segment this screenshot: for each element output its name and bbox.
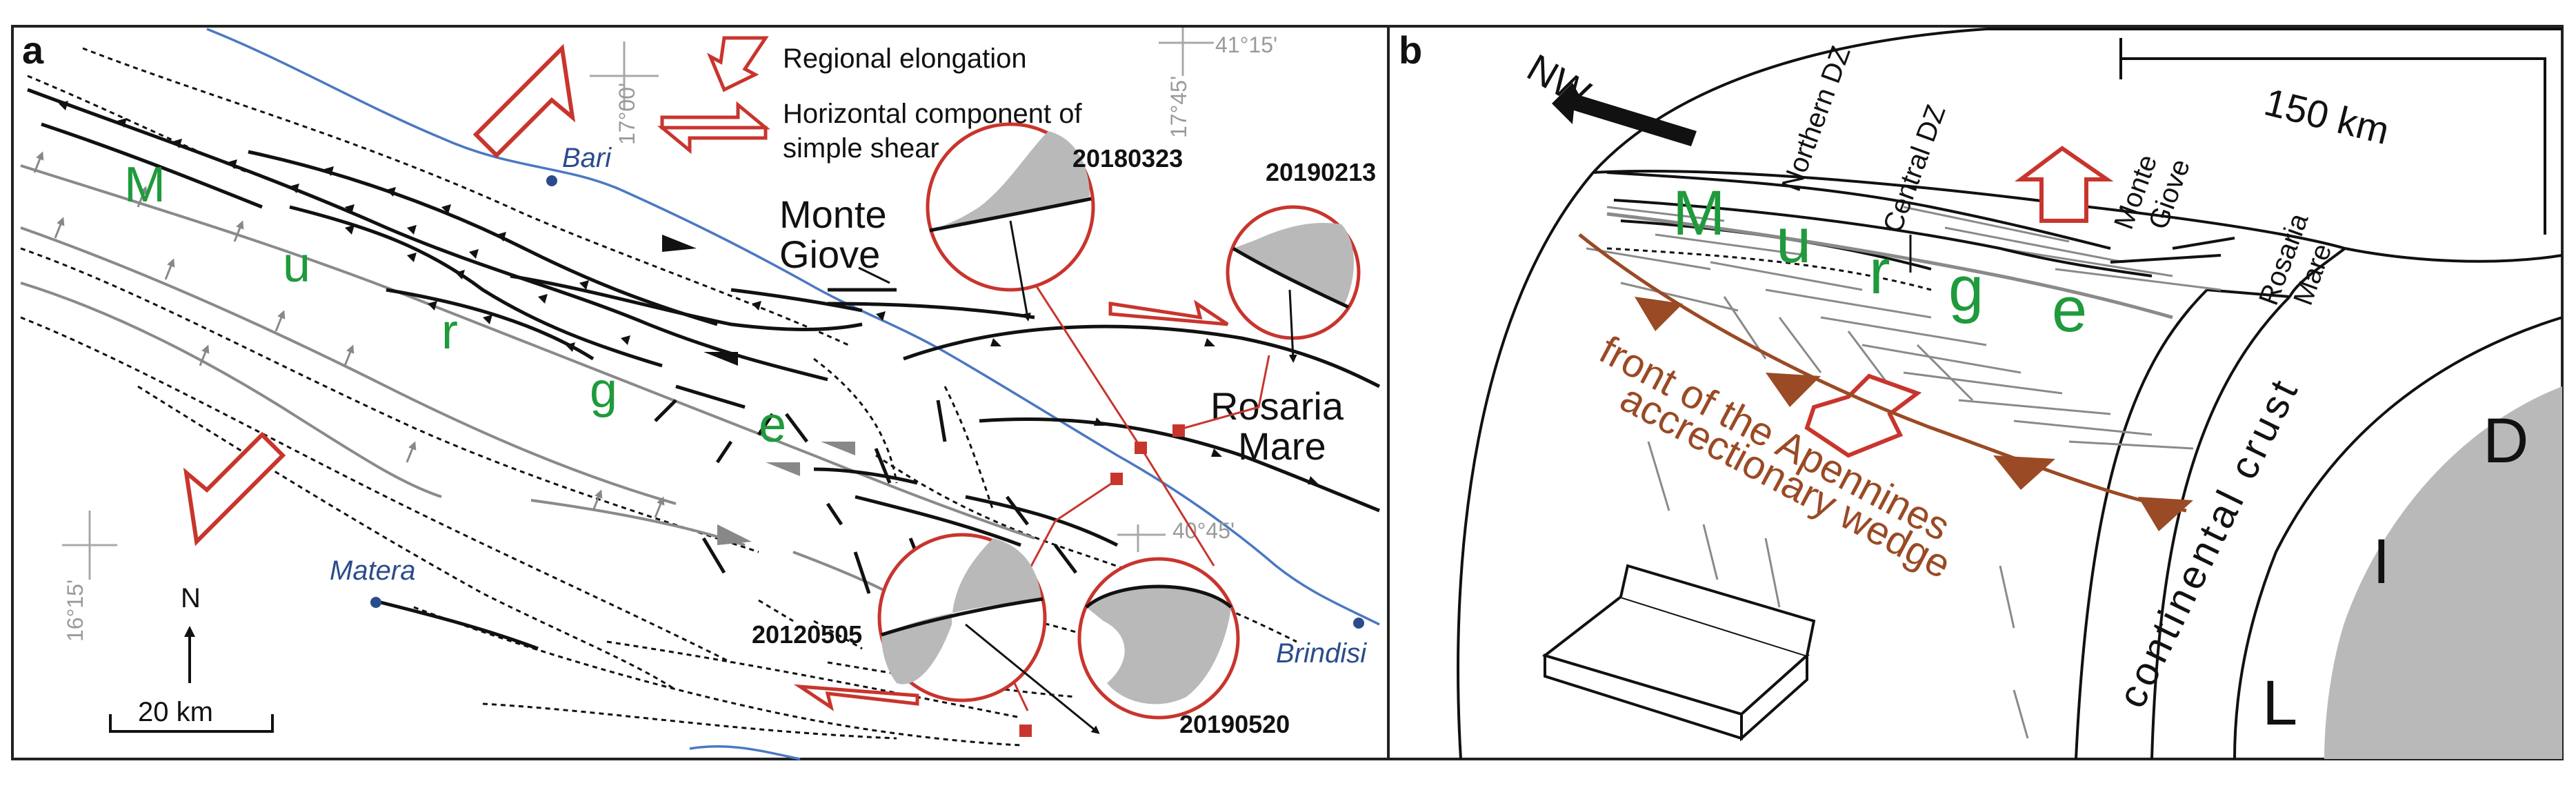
- legend-shear-label-1: Horizontal component of: [783, 99, 1082, 129]
- elongation-arrow-b-down: [1804, 373, 1922, 458]
- panel-a: a 17°00' 41°15' 17°45' 40°45' 16°15': [11, 25, 1390, 760]
- event-20190520: 20190520: [1179, 710, 1290, 738]
- event-20190213: 20190213: [1266, 158, 1376, 186]
- coord-17-45: 17°45': [1166, 76, 1191, 138]
- elongation-arrow-ne: [472, 43, 576, 159]
- nw-arrow: [1552, 83, 1697, 146]
- strike-slip-black-arrows: [662, 235, 738, 366]
- legend-elongation-label: Regional elongation: [783, 43, 1027, 74]
- murge-letter-2: u: [283, 237, 310, 293]
- thrust-teeth: [59, 101, 1319, 484]
- coord-crosses: [62, 28, 1214, 580]
- lid-letter-3: D: [2483, 406, 2528, 476]
- shear-arrow-lower: [793, 684, 919, 711]
- lid-letter-2: I: [2373, 526, 2390, 597]
- elongation-arrow-b-up: [2015, 146, 2114, 223]
- coord-40-45: 40°45': [1172, 518, 1235, 543]
- legend-shear-lower-arrow: [657, 126, 768, 155]
- murge-b-letter-3: r: [1869, 237, 1890, 307]
- panel-a-label: a: [22, 28, 44, 72]
- murge-b-letter-1: M: [1673, 178, 1726, 248]
- legend-shear-label-2: simple shear: [783, 133, 939, 164]
- lid-letter-1: L: [2262, 668, 2297, 738]
- surface-faults: [1586, 206, 2221, 739]
- grey-faults: [20, 164, 1035, 622]
- murge-b-letter-4: g: [1948, 254, 1984, 324]
- murge-b-letter-2: u: [1776, 206, 1811, 276]
- panel-b: b 150 km NW: [1387, 25, 2564, 760]
- matera-dot: [370, 597, 381, 608]
- bari-dot: [546, 175, 557, 186]
- north-label: N: [181, 583, 201, 613]
- murge-letter-5: e: [759, 397, 786, 453]
- brindisi-dot: [1353, 618, 1364, 629]
- beachball-20190213: [1226, 205, 1361, 363]
- place-giove: Giove: [779, 233, 880, 276]
- wedge-teeth: [1635, 297, 2193, 531]
- murge-b-letter-5: e: [2052, 275, 2087, 345]
- epicentres: [1019, 424, 1185, 737]
- murge-letter-4: g: [590, 363, 617, 418]
- shear-arrow-upper: [1108, 299, 1229, 326]
- coord-41-15: 41°15': [1215, 32, 1277, 57]
- place-mare: Mare: [1238, 424, 1326, 468]
- scale-label: 20 km: [138, 697, 213, 727]
- wedge-front: [1578, 233, 2187, 513]
- lid-inner-edge: [2233, 316, 2563, 760]
- beachball-20120505: [877, 533, 1100, 734]
- murge-grey-band: [1606, 212, 2173, 319]
- block-symbol: [1541, 564, 1816, 742]
- grey-fault-ticks: [33, 151, 665, 518]
- strike-slip-grey-arrows: [717, 442, 855, 545]
- scale-bar: [109, 714, 274, 733]
- elongation-arrow-sw: [183, 431, 286, 546]
- monte-giove-leader: [858, 266, 890, 284]
- coord-17-00: 17°00': [615, 83, 639, 145]
- murge-letter-1: M: [124, 157, 166, 213]
- place-rosaria: Rosaria: [1210, 384, 1344, 428]
- lid-band: [2324, 386, 2562, 759]
- scale-bracket-b: [2119, 38, 2546, 235]
- city-bari: Bari: [562, 143, 612, 173]
- panel-b-label: b: [1399, 28, 1422, 72]
- beachball-20190520: [1077, 557, 1240, 720]
- beachball-20180323: [926, 122, 1095, 322]
- murge-letter-3: r: [441, 304, 458, 359]
- event-20120505: 20120505: [752, 620, 862, 649]
- place-monte: Monte: [779, 193, 887, 236]
- legend: Regional elongation Horizontal component…: [657, 36, 1082, 164]
- event-20180323: 20180323: [1072, 144, 1183, 173]
- murge-dashed-edge: [1606, 247, 1932, 291]
- city-matera: Matera: [330, 555, 416, 586]
- legend-elongation-arrow: [707, 36, 769, 92]
- city-brindisi: Brindisi: [1276, 638, 1367, 669]
- coastline-south: [689, 745, 801, 760]
- coord-16-15: 16°15': [63, 580, 88, 642]
